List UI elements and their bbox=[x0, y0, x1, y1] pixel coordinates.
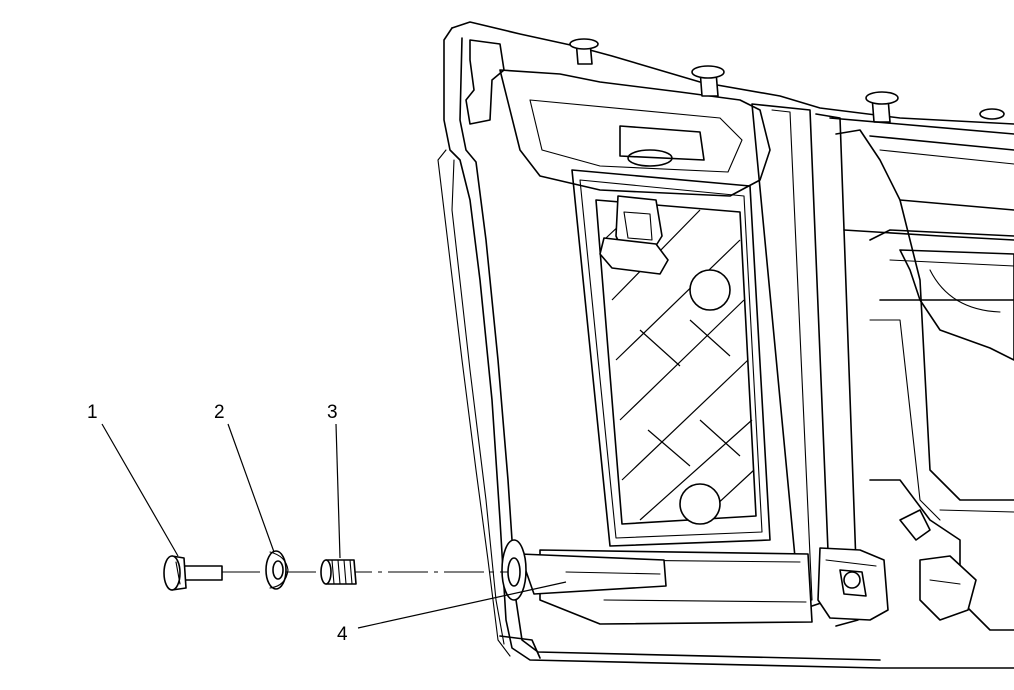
callout-1: 1 bbox=[87, 402, 98, 423]
leader-line-3 bbox=[335, 423, 341, 559]
leader-line-1 bbox=[101, 423, 179, 557]
bushing-part bbox=[320, 559, 357, 585]
callout-3: 3 bbox=[327, 402, 338, 423]
leader-line-2 bbox=[227, 423, 275, 553]
panel-hatching bbox=[605, 205, 755, 521]
callout-4: 4 bbox=[337, 624, 348, 645]
frame-assembly bbox=[437, 21, 1014, 669]
bolt-part bbox=[163, 555, 223, 591]
callout-2: 2 bbox=[214, 402, 225, 423]
washer-part bbox=[265, 550, 289, 590]
leader-line-4 bbox=[357, 581, 567, 629]
